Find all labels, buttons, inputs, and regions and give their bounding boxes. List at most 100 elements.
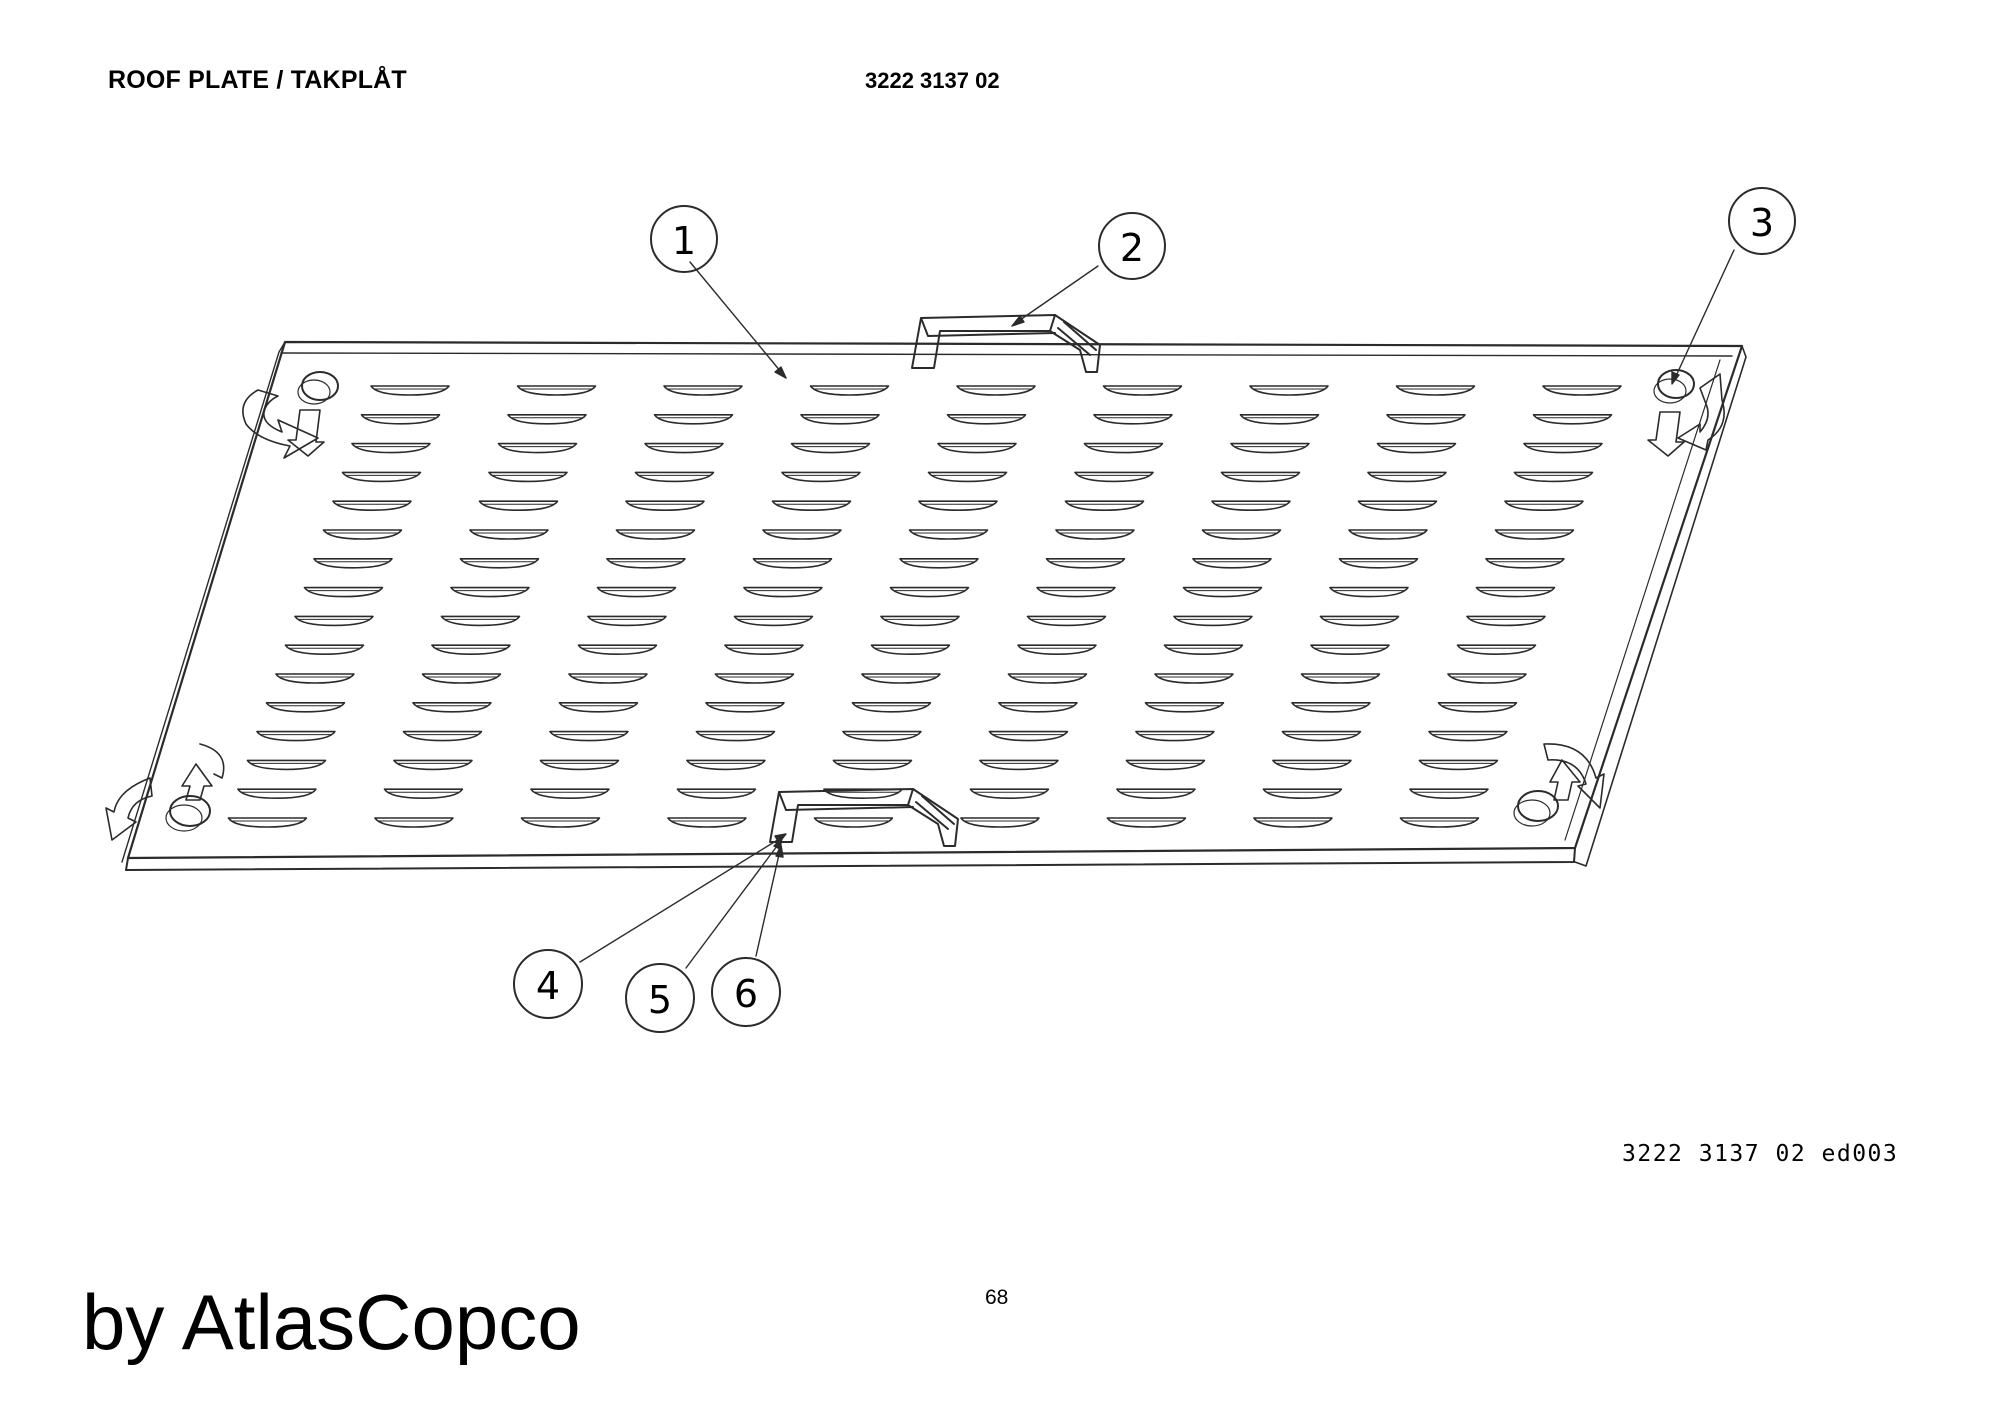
louver-slot [918, 500, 998, 511]
louver-slot [1376, 442, 1457, 454]
louver-slot [1367, 471, 1447, 483]
louver-slot [676, 788, 757, 799]
louver-slot [908, 529, 989, 540]
pin-bottom-left [105, 743, 225, 841]
louver-slot [663, 385, 743, 396]
louver-slot [393, 759, 473, 771]
louver-slot [937, 442, 1017, 454]
louver-slot [558, 702, 639, 713]
louver-slot [1475, 586, 1556, 598]
louver-slot [459, 558, 540, 569]
callout-6-label: 6 [734, 972, 758, 1016]
leader-lines [579, 249, 1735, 969]
louver-slot [889, 586, 970, 598]
louver-slot [1300, 673, 1381, 684]
louver-slot [1045, 558, 1126, 569]
louver-slot [303, 586, 384, 598]
callout-5-label: 5 [648, 978, 672, 1022]
rotate-arrow-bottom-right [1543, 743, 1605, 809]
louver-slot [998, 702, 1078, 713]
louver-slot [284, 644, 365, 655]
louver-slot [1542, 385, 1622, 396]
louver-slot [1456, 644, 1537, 655]
louver-slot [1253, 817, 1333, 828]
louver-slot [969, 788, 1050, 799]
louver-slot [1310, 644, 1390, 655]
louver-slot [587, 615, 667, 627]
louver-slot [832, 759, 913, 771]
louver-slot [988, 730, 1069, 742]
louver-grid [227, 385, 1622, 828]
louver-slot [813, 817, 894, 828]
louver-slot [1319, 615, 1400, 627]
louver-slot [800, 414, 880, 425]
louver-slot [960, 817, 1040, 828]
louver-slot [577, 644, 658, 655]
louver-slot [237, 788, 317, 799]
pin-top-left [242, 371, 339, 459]
louver-slot [1192, 558, 1272, 569]
louver-slot [644, 442, 724, 454]
louver-slot [695, 730, 776, 742]
louver-slot [979, 759, 1059, 771]
louver-slot [1418, 759, 1499, 771]
louver-slot [370, 385, 450, 396]
louver-slot [488, 471, 568, 483]
louver-slot [322, 529, 403, 540]
louver-slot [1428, 730, 1508, 742]
louver-slot [686, 759, 766, 771]
louver-slot [752, 558, 833, 569]
louver-slot [596, 586, 677, 598]
leader-6 [755, 849, 781, 957]
louver-slot [851, 702, 932, 713]
rotate-arrow-top-left [242, 389, 325, 459]
louver-slot [1074, 471, 1154, 483]
louver-slot [351, 442, 431, 454]
louver-slot [1083, 442, 1164, 454]
louver-slot [1399, 817, 1480, 828]
louver-slot [1409, 788, 1489, 799]
louver-slot [539, 759, 620, 771]
louver-slot [1532, 414, 1613, 425]
callout-3: 3 [1728, 187, 1796, 255]
louver-slot [1102, 385, 1183, 396]
louver-slot [1523, 442, 1603, 454]
louver-slot [899, 558, 979, 569]
handle-top [911, 314, 1101, 373]
louver-slot [1466, 615, 1546, 627]
louver-slot [450, 586, 530, 598]
louver-slot [946, 414, 1027, 425]
plate-inner-edge [1564, 359, 1721, 841]
handle-bottom-outline [769, 788, 959, 847]
louver-slot [1017, 644, 1097, 655]
louver-slot [1338, 558, 1419, 569]
rotate-arrow-top-right [1647, 373, 1725, 457]
louver-slot [1182, 586, 1263, 598]
louver-slot [313, 558, 393, 569]
roof-plate [121, 340, 1747, 871]
louver-slot [1220, 471, 1301, 483]
louver-slot [412, 702, 492, 713]
callout-6: 6 [711, 957, 781, 1027]
louver-slot [762, 529, 842, 540]
louver-slot [880, 615, 960, 627]
louver-slot [1291, 702, 1371, 713]
louver-slot [809, 385, 890, 396]
plate-front-edge [125, 847, 1576, 871]
louver-slot [275, 673, 355, 684]
louver-slot [265, 702, 346, 713]
louver-slot [497, 442, 578, 454]
louver-slot [1272, 759, 1352, 771]
louver-slot [549, 730, 629, 742]
louver-slot [1357, 500, 1438, 511]
drawing-reference: 3222 3137 02 ed003 [1622, 1141, 1899, 1167]
louver-slot [1395, 385, 1476, 396]
louver-slot [1154, 673, 1234, 684]
louver-slot [1513, 471, 1594, 483]
louver-slot [568, 673, 648, 684]
louver-slot [478, 500, 559, 511]
page-title: ROOF PLATE / TAKPLÅT [108, 66, 407, 94]
louver-slot [1144, 702, 1225, 713]
leader-3 [1675, 249, 1735, 377]
louver-slot [516, 385, 597, 396]
